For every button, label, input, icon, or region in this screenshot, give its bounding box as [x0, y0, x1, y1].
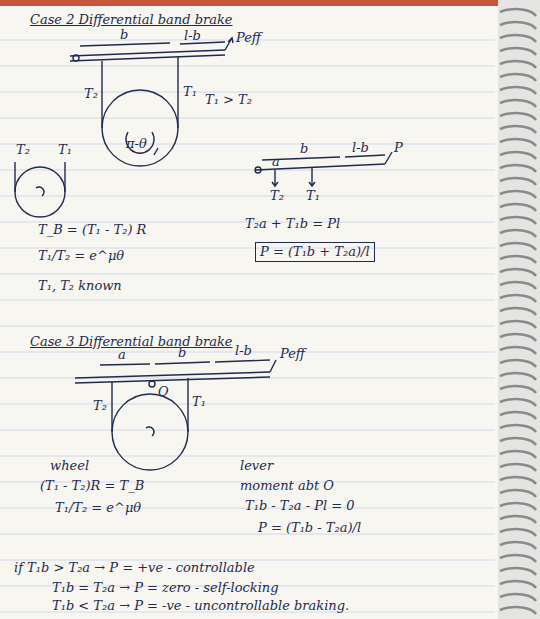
handwritten-note: T₁b = T₂a → P = zero - self-locking — [52, 580, 279, 596]
handwritten-note: T_B = (T₁ - T₂) R — [38, 222, 146, 238]
handwritten-note: a — [118, 347, 126, 363]
handwritten-note: b — [300, 141, 308, 157]
handwritten-note: T₁ — [306, 188, 320, 204]
handwritten-note: T₁ — [192, 394, 206, 410]
handwritten-note: T₂ — [16, 142, 30, 158]
handwritten-note: if T₁b > T₂a → P = +ve - controllable — [14, 560, 255, 576]
handwritten-note: b — [120, 27, 128, 43]
handwritten-note: O — [158, 384, 169, 400]
handwritten-note: l-b — [184, 28, 201, 44]
handwritten-note: T₁ > T₂ — [205, 92, 252, 108]
handwritten-note: T₁/T₂ = e^μθ — [38, 248, 124, 264]
handwritten-note: moment abt O — [240, 478, 334, 494]
handwritten-note: lever — [240, 458, 273, 474]
handwritten-note: T₂ — [84, 86, 98, 102]
handwritten-note: Peff — [236, 30, 261, 46]
handwritten-note: T₂ — [270, 188, 284, 204]
handwritten-note: T₂ — [93, 398, 107, 414]
handwritten-note: T₁b < T₂a → P = -ve - uncontrollable bra… — [52, 598, 349, 614]
handwritten-note: b — [178, 345, 186, 361]
handwritten-note: wheel — [50, 458, 89, 474]
handwritten-note: π-θ — [126, 136, 147, 152]
handwritten-note: T₂a + T₁b = Pl — [245, 216, 340, 232]
handwritten-note: P = (T₁b + T₂a)/l — [255, 242, 375, 262]
handwritten-note: l-b — [235, 343, 252, 359]
handwritten-note: l-b — [352, 140, 369, 156]
handwritten-note: Peff — [280, 346, 305, 362]
handwritten-note: T₁ — [58, 142, 72, 158]
handwritten-note: T₁/T₂ = e^μθ — [55, 500, 141, 516]
handwritten-note: P = (T₁b - T₂a)/l — [258, 520, 361, 536]
handwritten-note: a — [272, 154, 280, 170]
handwritten-note: T₁ — [183, 84, 197, 100]
section-heading: Case 3 Differential band brake — [30, 334, 233, 350]
section-heading: Case 2 Differential band brake — [30, 12, 233, 28]
handwritten-note: (T₁ - T₂)R = T_B — [40, 478, 144, 494]
handwritten-note: T₁b - T₂a - Pl = 0 — [245, 498, 354, 514]
handwritten-note: P — [394, 140, 403, 156]
handwritten-note: T₁, T₂ known — [38, 278, 122, 294]
